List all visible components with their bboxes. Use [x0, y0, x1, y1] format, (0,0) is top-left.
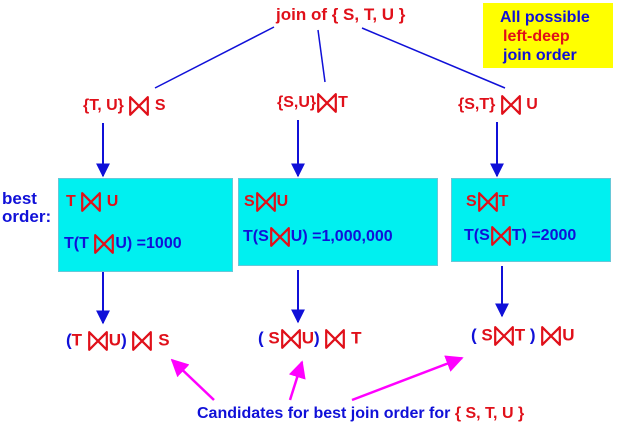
- candidate-1-b: U: [108, 330, 122, 350]
- candidate-2-a: S: [268, 328, 280, 348]
- level1-item-2-left: {S,U}: [277, 94, 317, 112]
- join-icon: [317, 93, 338, 113]
- level1-item-3-right: U: [526, 96, 538, 114]
- box-1-cost: T(T U) =1000: [64, 233, 182, 255]
- candidate-3-close: ): [525, 325, 536, 345]
- level1-item-1-left: {T, U}: [83, 97, 124, 115]
- join-icon: [500, 95, 521, 115]
- join-icon: [94, 234, 115, 254]
- candidate-2-close: ): [314, 328, 320, 348]
- caption-set: { S, T, U }: [454, 405, 525, 422]
- legend-line-3: join order: [503, 47, 577, 64]
- caption: Candidates for best join order for { S, …: [197, 406, 524, 422]
- join-icon: [541, 326, 562, 346]
- level1-item-1-right: S: [154, 97, 166, 115]
- level1-item-3-left: {S,T}: [458, 96, 496, 114]
- root-title: join of { S, T, U }: [276, 6, 405, 23]
- side-label-line-1: best: [2, 189, 37, 208]
- candidate-2: ( S U) T: [258, 328, 362, 350]
- join-icon: [280, 329, 301, 349]
- box-1-cost-prefix: T(: [64, 235, 80, 253]
- join-icon: [129, 96, 150, 116]
- box-1-cost-suffix: ) =1000: [126, 235, 182, 253]
- magenta-arrow-1: [170, 358, 215, 401]
- legend-line-1: All possible: [500, 9, 590, 26]
- box-3-join-right: T: [498, 193, 509, 211]
- tree-line-right: [361, 27, 506, 89]
- box-1-cost-left: T: [79, 235, 89, 253]
- box-3-cost-suffix: ) =2000: [521, 227, 577, 245]
- box-3-cost-left: S: [479, 227, 490, 245]
- box-1-join-right: U: [106, 193, 119, 211]
- root-title-set: { S, T, U }: [331, 5, 406, 24]
- level1-item-3: {S,T} U: [458, 94, 538, 116]
- candidate-2-open: (: [258, 328, 269, 348]
- candidate-2-b: U: [301, 328, 315, 348]
- join-icon: [493, 326, 514, 346]
- join-icon: [477, 192, 498, 212]
- candidate-3-b: T: [514, 325, 526, 345]
- root-title-prefix: join of: [276, 5, 332, 24]
- box-1-cost-right: U: [115, 235, 127, 253]
- level1-item-2: {S,U} T: [277, 92, 348, 114]
- candidate-1-c: S: [158, 330, 170, 350]
- box-2-join-right: U: [276, 193, 289, 211]
- box-3-cost-prefix: T(: [464, 227, 480, 245]
- caption-text: Candidates for best join order for: [197, 405, 455, 422]
- candidate-1-close: ): [121, 330, 127, 350]
- join-icon: [325, 329, 346, 349]
- box-3-join-left: S: [466, 193, 477, 211]
- candidate-1-open: (: [66, 330, 72, 350]
- box-1-join: T U: [66, 191, 118, 213]
- box-1-join-left: T: [66, 193, 76, 211]
- best-order-box-2: [238, 178, 438, 266]
- box-2-cost-left: S: [258, 228, 269, 246]
- legend-line-2: left-deep: [503, 28, 570, 45]
- candidate-3: ( S T ) U: [471, 325, 575, 347]
- join-icon: [81, 192, 102, 212]
- box-2-cost-suffix: ) =1,000,000: [302, 228, 393, 246]
- candidate-1-a: T: [71, 330, 83, 350]
- best-order-box-1: [58, 178, 233, 272]
- legend-box: [483, 3, 613, 68]
- tree-line-left: [154, 26, 275, 89]
- join-icon: [132, 331, 153, 351]
- box-2-cost-right: U: [290, 228, 303, 246]
- join-icon: [269, 227, 290, 247]
- candidate-3-c: U: [562, 325, 575, 345]
- join-icon: [255, 192, 276, 212]
- candidate-3-a: S: [481, 325, 493, 345]
- join-icon: [87, 331, 108, 351]
- box-3-cost-right: T: [511, 227, 522, 245]
- side-label-line-2: order:: [2, 207, 52, 226]
- tree-line-middle: [317, 29, 326, 83]
- candidate-3-open: (: [471, 325, 482, 345]
- candidate-1: (T U) S: [66, 330, 170, 352]
- candidate-2-c: T: [351, 328, 362, 348]
- level1-item-1: {T, U} S: [83, 95, 165, 117]
- level1-item-2-right: T: [338, 94, 348, 112]
- box-3-cost: T(S T) =2000: [464, 225, 576, 247]
- best-order-box-3: [451, 178, 611, 262]
- magenta-arrow-2: [288, 360, 306, 401]
- join-icon: [490, 226, 511, 246]
- box-2-join-left: S: [244, 193, 255, 211]
- box-2-cost: T(S U) =1,000,000: [243, 226, 393, 248]
- box-2-cost-prefix: T(: [243, 228, 259, 246]
- magenta-arrow-3: [351, 355, 464, 402]
